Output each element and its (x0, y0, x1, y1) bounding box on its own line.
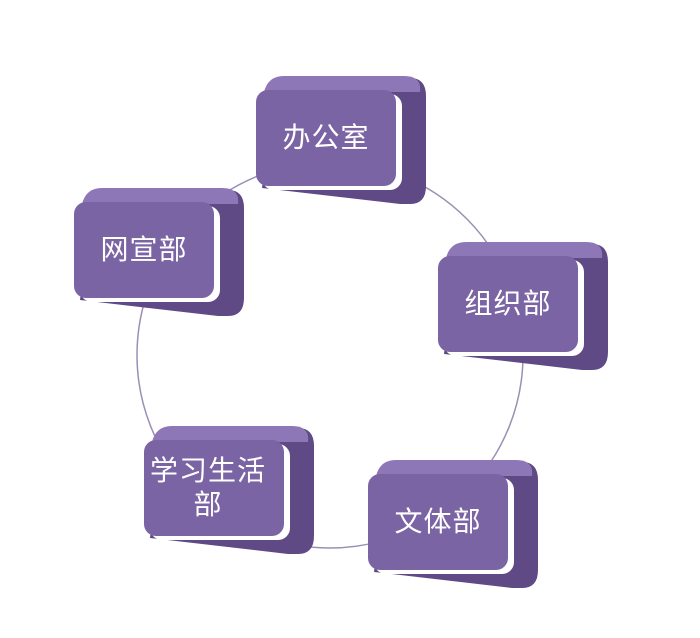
node-box-organization (438, 242, 608, 370)
node-box-culture-sports (368, 460, 538, 588)
node-box-study-life (144, 426, 314, 554)
node-box-office (256, 76, 426, 204)
node-box-web-publicity (74, 188, 244, 316)
